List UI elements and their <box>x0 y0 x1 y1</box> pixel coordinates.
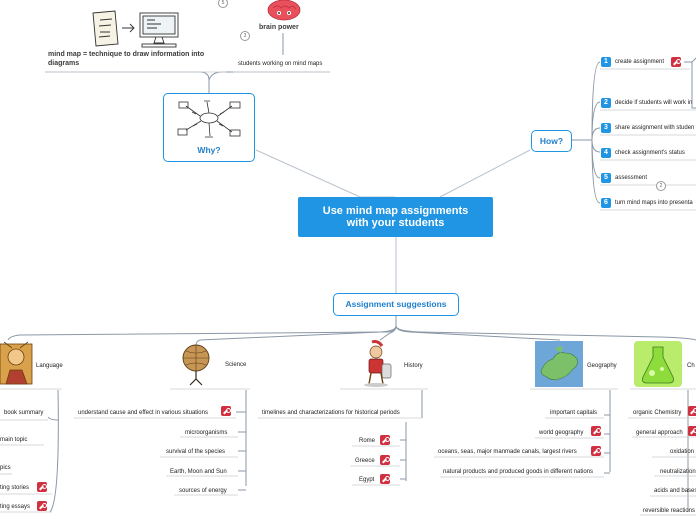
step-5-label: assessment <box>615 175 648 181</box>
roman-soldier-icon <box>364 340 392 387</box>
history-item-4: Egypt <box>359 477 375 483</box>
language-item-4: ting stories <box>0 485 30 491</box>
language-title: Language <box>36 363 63 369</box>
students-badge[interactable]: 3 <box>240 31 250 41</box>
geography-item-3-icon[interactable] <box>591 446 601 456</box>
language-item-5: ting essays <box>0 504 31 510</box>
geography-item-3: oceans, seas, major manmade canals, larg… <box>438 449 577 455</box>
geography-item-2: world geography <box>539 430 584 436</box>
step-5-badge[interactable]: 2 <box>656 181 666 191</box>
chemistry-item-2-icon[interactable] <box>688 426 696 436</box>
suggestions-label: Assignment suggestions <box>345 299 447 309</box>
science-item-3: survival of the species <box>166 449 226 455</box>
geography-item-2-icon[interactable] <box>591 426 601 436</box>
step-2-number: 2 <box>601 98 611 108</box>
science-item-2: microorganisms <box>185 430 228 436</box>
why-label: Why? <box>197 145 221 155</box>
history-item-1: timelines and characterizations for hist… <box>262 410 400 416</box>
chemistry-item-6: reversible reactions <box>643 508 696 514</box>
history-item-2: Rome <box>359 438 376 444</box>
mindmap-sketch-icon <box>177 100 241 138</box>
science-title: Science <box>225 362 247 368</box>
chemistry-item-3: oxidation <box>670 449 695 455</box>
europe-map-icon <box>535 341 583 387</box>
mindmap-definition-label: mind map = technique to draw information… <box>48 51 205 67</box>
chemistry-flask-icon <box>634 341 682 387</box>
language-item-1: book summary <box>4 410 44 416</box>
how-node[interactable]: How? <box>531 130 572 152</box>
paper-to-computer-icon <box>92 10 179 48</box>
step-1-number: 1 <box>601 57 611 67</box>
history-title: History <box>404 363 423 369</box>
language-item-2: main topic <box>0 437 28 443</box>
language-item-4-icon[interactable] <box>37 482 47 492</box>
geography-item-4: natural products and produced goods in d… <box>443 469 593 475</box>
science-item-4: Earth, Moon and Sun <box>170 469 227 475</box>
language-book-icon <box>0 341 33 385</box>
students-working-label: students working on mind maps <box>238 61 323 67</box>
brain-power-label: brain power <box>259 24 299 31</box>
step-4-number: 4 <box>601 148 611 158</box>
step-1-label: create assignment <box>615 59 665 65</box>
step-5-number: 5 <box>601 173 611 183</box>
why-node[interactable]: Why? <box>163 93 255 162</box>
step-3-label: share assignment with studen <box>615 125 695 131</box>
step-6-label: turn mind maps into presenta <box>615 200 693 206</box>
science-item-1: understand cause and effect in various s… <box>78 410 208 416</box>
chemistry-title: Ch <box>687 363 695 369</box>
language-item-3: pics <box>0 465 11 471</box>
history-item-2-icon[interactable] <box>380 435 390 445</box>
chemistry-item-2: general approach <box>636 430 683 436</box>
geography-title: Geography <box>587 363 617 369</box>
brain-icon <box>267 0 301 21</box>
science-item-5: sources of energy <box>179 488 227 494</box>
how-label: How? <box>539 136 564 146</box>
geography-item-1: important capitals <box>550 410 598 416</box>
step-6-number: 6 <box>601 198 611 208</box>
step-4-label: check assignment's status <box>615 150 685 156</box>
suggestions-node[interactable]: Assignment suggestions <box>333 293 459 316</box>
history-item-3-icon[interactable] <box>380 455 390 465</box>
history-item-3: Greece <box>355 458 375 464</box>
chemistry-item-1-icon[interactable] <box>688 406 696 416</box>
step-3-number: 3 <box>601 123 611 133</box>
language-item-5-icon[interactable] <box>37 501 47 511</box>
central-topic-line2: with your students <box>346 217 445 229</box>
history-item-4-icon[interactable] <box>380 474 390 484</box>
central-topic-line1: Use mind map assignments <box>322 205 469 217</box>
globe-icon <box>182 344 210 386</box>
science-item-1-icon[interactable] <box>221 406 231 416</box>
assignment-icon[interactable] <box>671 57 681 67</box>
chemistry-item-5: acids and bases <box>654 488 696 494</box>
chemistry-item-1: organic Chemistry <box>633 410 682 416</box>
step-2-label: decide if students will work in <box>615 100 693 106</box>
brain-badge[interactable]: 5 <box>218 0 228 8</box>
central-topic[interactable]: Use mind map assignments with your stude… <box>298 197 493 237</box>
chemistry-item-4: neutralization <box>660 469 696 475</box>
